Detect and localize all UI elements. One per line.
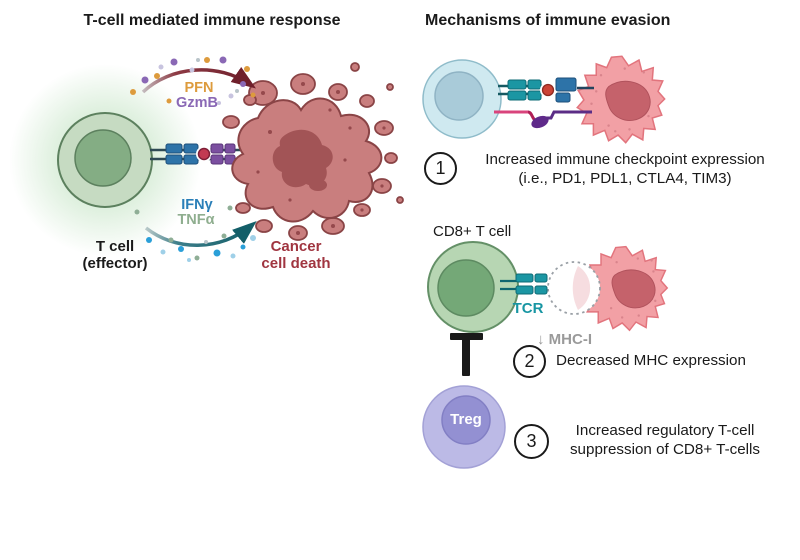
mhc-downregulation-label: ↓ MHC-I bbox=[537, 331, 592, 348]
t-cell-effector-label: T cell (effector) bbox=[82, 238, 148, 272]
mechanism-1-number-text: 1 bbox=[435, 158, 446, 178]
cd8-t-cell-label: CD8+ T cell bbox=[433, 223, 512, 240]
cytokine-dots bbox=[134, 205, 256, 262]
mechanism-3-number-text: 3 bbox=[526, 431, 537, 451]
inhibition-t-bar-icon bbox=[450, 333, 483, 376]
cancer-cell-death-label: Cancer cell death bbox=[261, 238, 331, 272]
checkpoint-t-cell bbox=[422, 59, 502, 139]
ifng-label: IFNγ bbox=[181, 197, 213, 213]
treg-cell-label: Treg bbox=[450, 411, 482, 428]
checkpoint-cancer-cell bbox=[576, 55, 666, 144]
cd8-t-cell bbox=[427, 241, 519, 333]
tcr-label: TCR bbox=[512, 300, 544, 317]
left-panel-title: T-cell mediated immune response bbox=[83, 12, 341, 29]
mechanism-2-text: Decreased MHC expression bbox=[556, 352, 746, 369]
treg-cell bbox=[422, 385, 506, 469]
tcr-only-icon bbox=[500, 273, 548, 295]
effector-t-cell bbox=[57, 112, 153, 208]
tnfa-label: TNFα bbox=[177, 212, 215, 228]
pd1-pdl1-checkpoint-icon bbox=[494, 110, 592, 129]
pfn-label: PFN bbox=[184, 80, 214, 96]
mechanism-1-text: Increased immune checkpoint expression (… bbox=[485, 151, 765, 187]
tcr-mhc-synapse-icon bbox=[150, 143, 244, 165]
gzmb-label: GzmB bbox=[176, 95, 218, 111]
mechanism-1-number: 1 bbox=[424, 152, 457, 185]
mechanism-3-text: Increased regulatory T-cell suppression … bbox=[569, 422, 761, 458]
dying-cancer-cell bbox=[222, 62, 404, 241]
perforin-granzyme-arrow bbox=[141, 66, 257, 94]
mechanism-2-number-text: 2 bbox=[524, 351, 535, 371]
right-panel-title: Mechanisms of immune evasion bbox=[425, 12, 671, 29]
mechanism-3-number: 3 bbox=[514, 424, 549, 459]
mechanism-2-number: 2 bbox=[513, 345, 546, 378]
tcr-mhc-antigen-icon bbox=[498, 77, 594, 103]
granule-dots bbox=[130, 56, 256, 105]
cytokine-arrow bbox=[144, 221, 257, 247]
mhc-loss-cancer-cell bbox=[547, 245, 668, 332]
